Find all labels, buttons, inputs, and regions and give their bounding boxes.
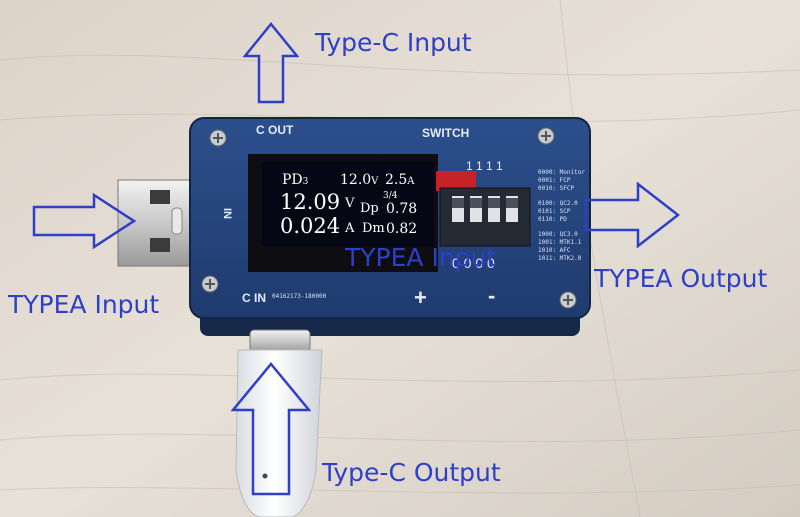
mode-item: 1000: QC3.0 [538, 231, 578, 238]
typea-input-label: TYPEA Input [8, 290, 160, 319]
voltage-readout: 12.09 [280, 190, 341, 214]
pd-label: PD3 [282, 172, 309, 188]
switch-on-digits: 1 1 1 1 [466, 159, 503, 173]
c-out-silkscreen: C OUT [256, 123, 294, 137]
switch-off-digits: 0 0 0 0 [452, 255, 495, 271]
mode-item: 0010: SFCP [538, 185, 575, 192]
typea-output-label: TYPEA Output [594, 264, 768, 293]
screw-icon [559, 291, 577, 309]
c-in-silkscreen: C IN [242, 291, 266, 305]
typec-input-label: Type-C Input [315, 28, 472, 57]
switch-silkscreen: SWITCH [422, 126, 470, 140]
screw-icon [201, 275, 219, 293]
mode-item: 0000: Monitor [538, 169, 585, 176]
current-limit-readout: 2.5A [385, 172, 415, 188]
mode-item: 1010: AFC [538, 247, 571, 254]
mode-item: 1011: MTK2.0 [538, 255, 582, 262]
dm-value: 0.82 [386, 221, 418, 237]
setting-readout: 12.0V [340, 172, 379, 188]
fraction-readout: 3/4 [383, 191, 398, 201]
mode-item: 0101: SCP [538, 208, 571, 215]
mode-item: 0110: PD [538, 216, 567, 223]
right-arrow-icon [32, 193, 136, 249]
up-arrow-icon [231, 362, 311, 496]
up-arrow-icon [243, 22, 299, 104]
mode-item: 0100: QC2.0 [538, 200, 578, 207]
typea-input-center-label: TYPEA Input [345, 243, 497, 272]
plus-silkscreen: + [414, 285, 427, 310]
screw-icon [537, 127, 555, 145]
in-silkscreen: IN [221, 208, 233, 219]
voltage-unit: V [345, 196, 355, 211]
current-readout: 0.024 [280, 214, 341, 238]
dp-label: Dp [360, 201, 379, 216]
serial-number: 04162173-180000 [272, 293, 327, 300]
right-arrow-icon [584, 182, 680, 248]
dm-label: Dm [362, 221, 385, 236]
mode-item: 0001: FCP [538, 177, 571, 184]
minus-silkscreen: - [488, 283, 496, 308]
screw-icon [209, 129, 227, 147]
dp-value: 0.78 [386, 201, 418, 217]
typec-output-label: Type-C Output [322, 458, 501, 487]
mode-item: 1001: MTK1.1 [538, 239, 582, 246]
current-unit: A [345, 221, 355, 236]
